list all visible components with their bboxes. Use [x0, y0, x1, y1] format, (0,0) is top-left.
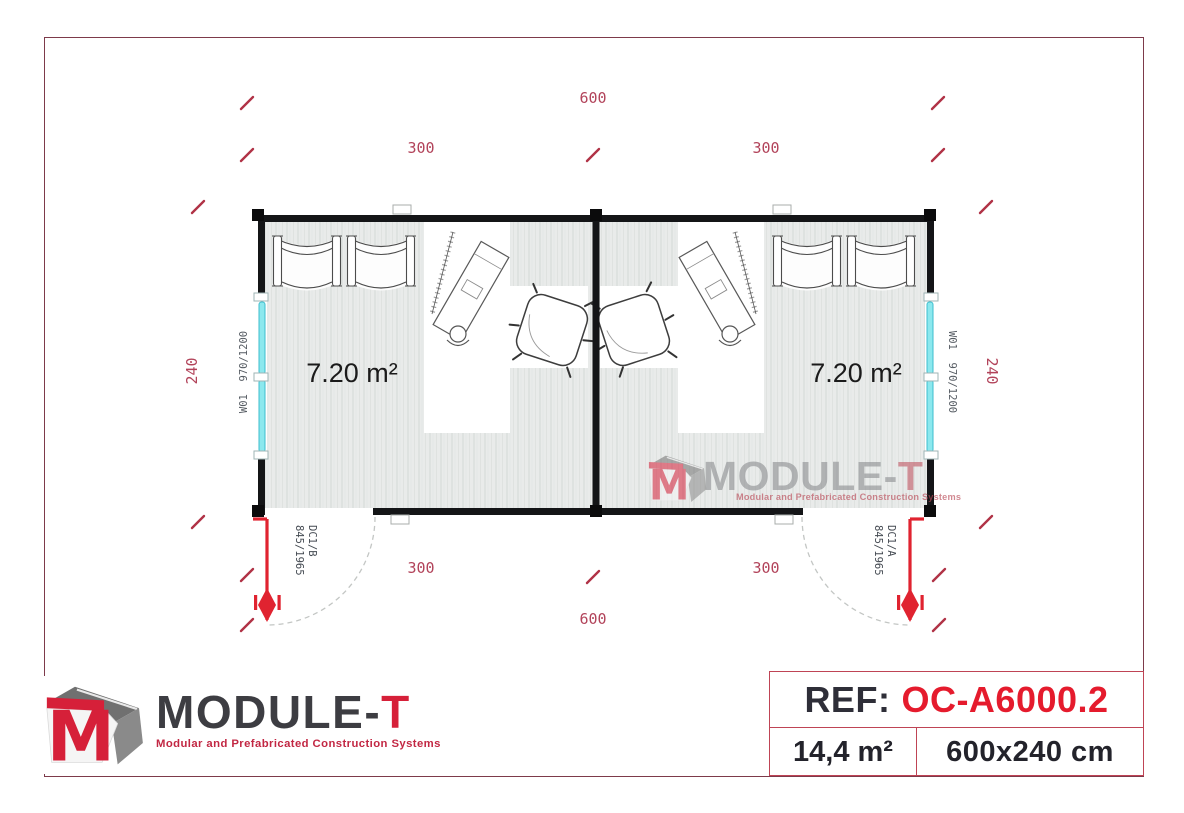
dim-right-side: 240 [983, 357, 1001, 384]
window-right [923, 292, 939, 460]
door-code-left: DC1/B [306, 525, 318, 557]
watermark-brand-accent: T [898, 453, 924, 499]
door-left [253, 516, 376, 626]
logo-brand-main: MODULE- [156, 686, 382, 738]
dim-bottom-right: 300 [752, 559, 779, 577]
window-left [253, 292, 269, 460]
sheet-border [44, 37, 1144, 777]
desk-right [678, 222, 764, 433]
desk-left [424, 222, 510, 433]
dim-top-total: 600 [579, 89, 606, 107]
watermark-brand: MODULE-T [703, 453, 923, 499]
room-area-right: 7.20 m² [810, 358, 902, 388]
ref-box: REF: OC-A6000.2 14,4 m² 600x240 cm [769, 671, 1144, 776]
dim-bottom-total: 600 [579, 610, 606, 628]
dim-top-right: 300 [752, 139, 779, 157]
ref-value: OC-A6000.2 [901, 678, 1109, 720]
door-right [801, 516, 924, 626]
ref-label: REF: [804, 678, 891, 720]
door-dims-right: 845/1965 [872, 525, 884, 576]
window-label-right: W01 970/1200 [946, 331, 958, 413]
ref-row: REF: OC-A6000.2 [770, 672, 1143, 728]
door-dims-left: 845/1965 [293, 525, 305, 576]
ref-specs-row: 14,4 m² 600x240 cm [770, 728, 1143, 776]
dim-top-left: 300 [407, 139, 434, 157]
logo-text: MODULE-T Modular and Prefabricated Const… [156, 676, 441, 750]
watermark-brand-main: MODULE- [703, 453, 898, 499]
room-area-left: 7.20 m² [306, 358, 398, 388]
door-code-right: DC1/A [885, 525, 897, 557]
module-t-logo: MODULE-T Modular and Prefabricated Const… [38, 676, 516, 774]
dim-left-side: 240 [183, 357, 201, 384]
ref-area: 14,4 m² [770, 728, 917, 776]
logo-tagline: Modular and Prefabricated Construction S… [156, 738, 441, 750]
window-label-left: W01 970/1200 [238, 331, 250, 413]
roof-connector-tabs [390, 204, 794, 525]
watermark-tagline: Modular and Prefabricated Construction S… [736, 492, 961, 502]
module-t-logo-icon [45, 685, 144, 772]
wall-posts [252, 209, 936, 517]
dim-bottom-left: 300 [407, 559, 434, 577]
logo-brand-accent: T [381, 686, 411, 738]
ref-size: 600x240 cm [946, 735, 1114, 768]
dimension-ticks [190, 95, 994, 633]
watermark: MODULE-T Modular and Prefabricated Const… [648, 453, 961, 511]
logo-brand: MODULE-T [156, 689, 441, 735]
